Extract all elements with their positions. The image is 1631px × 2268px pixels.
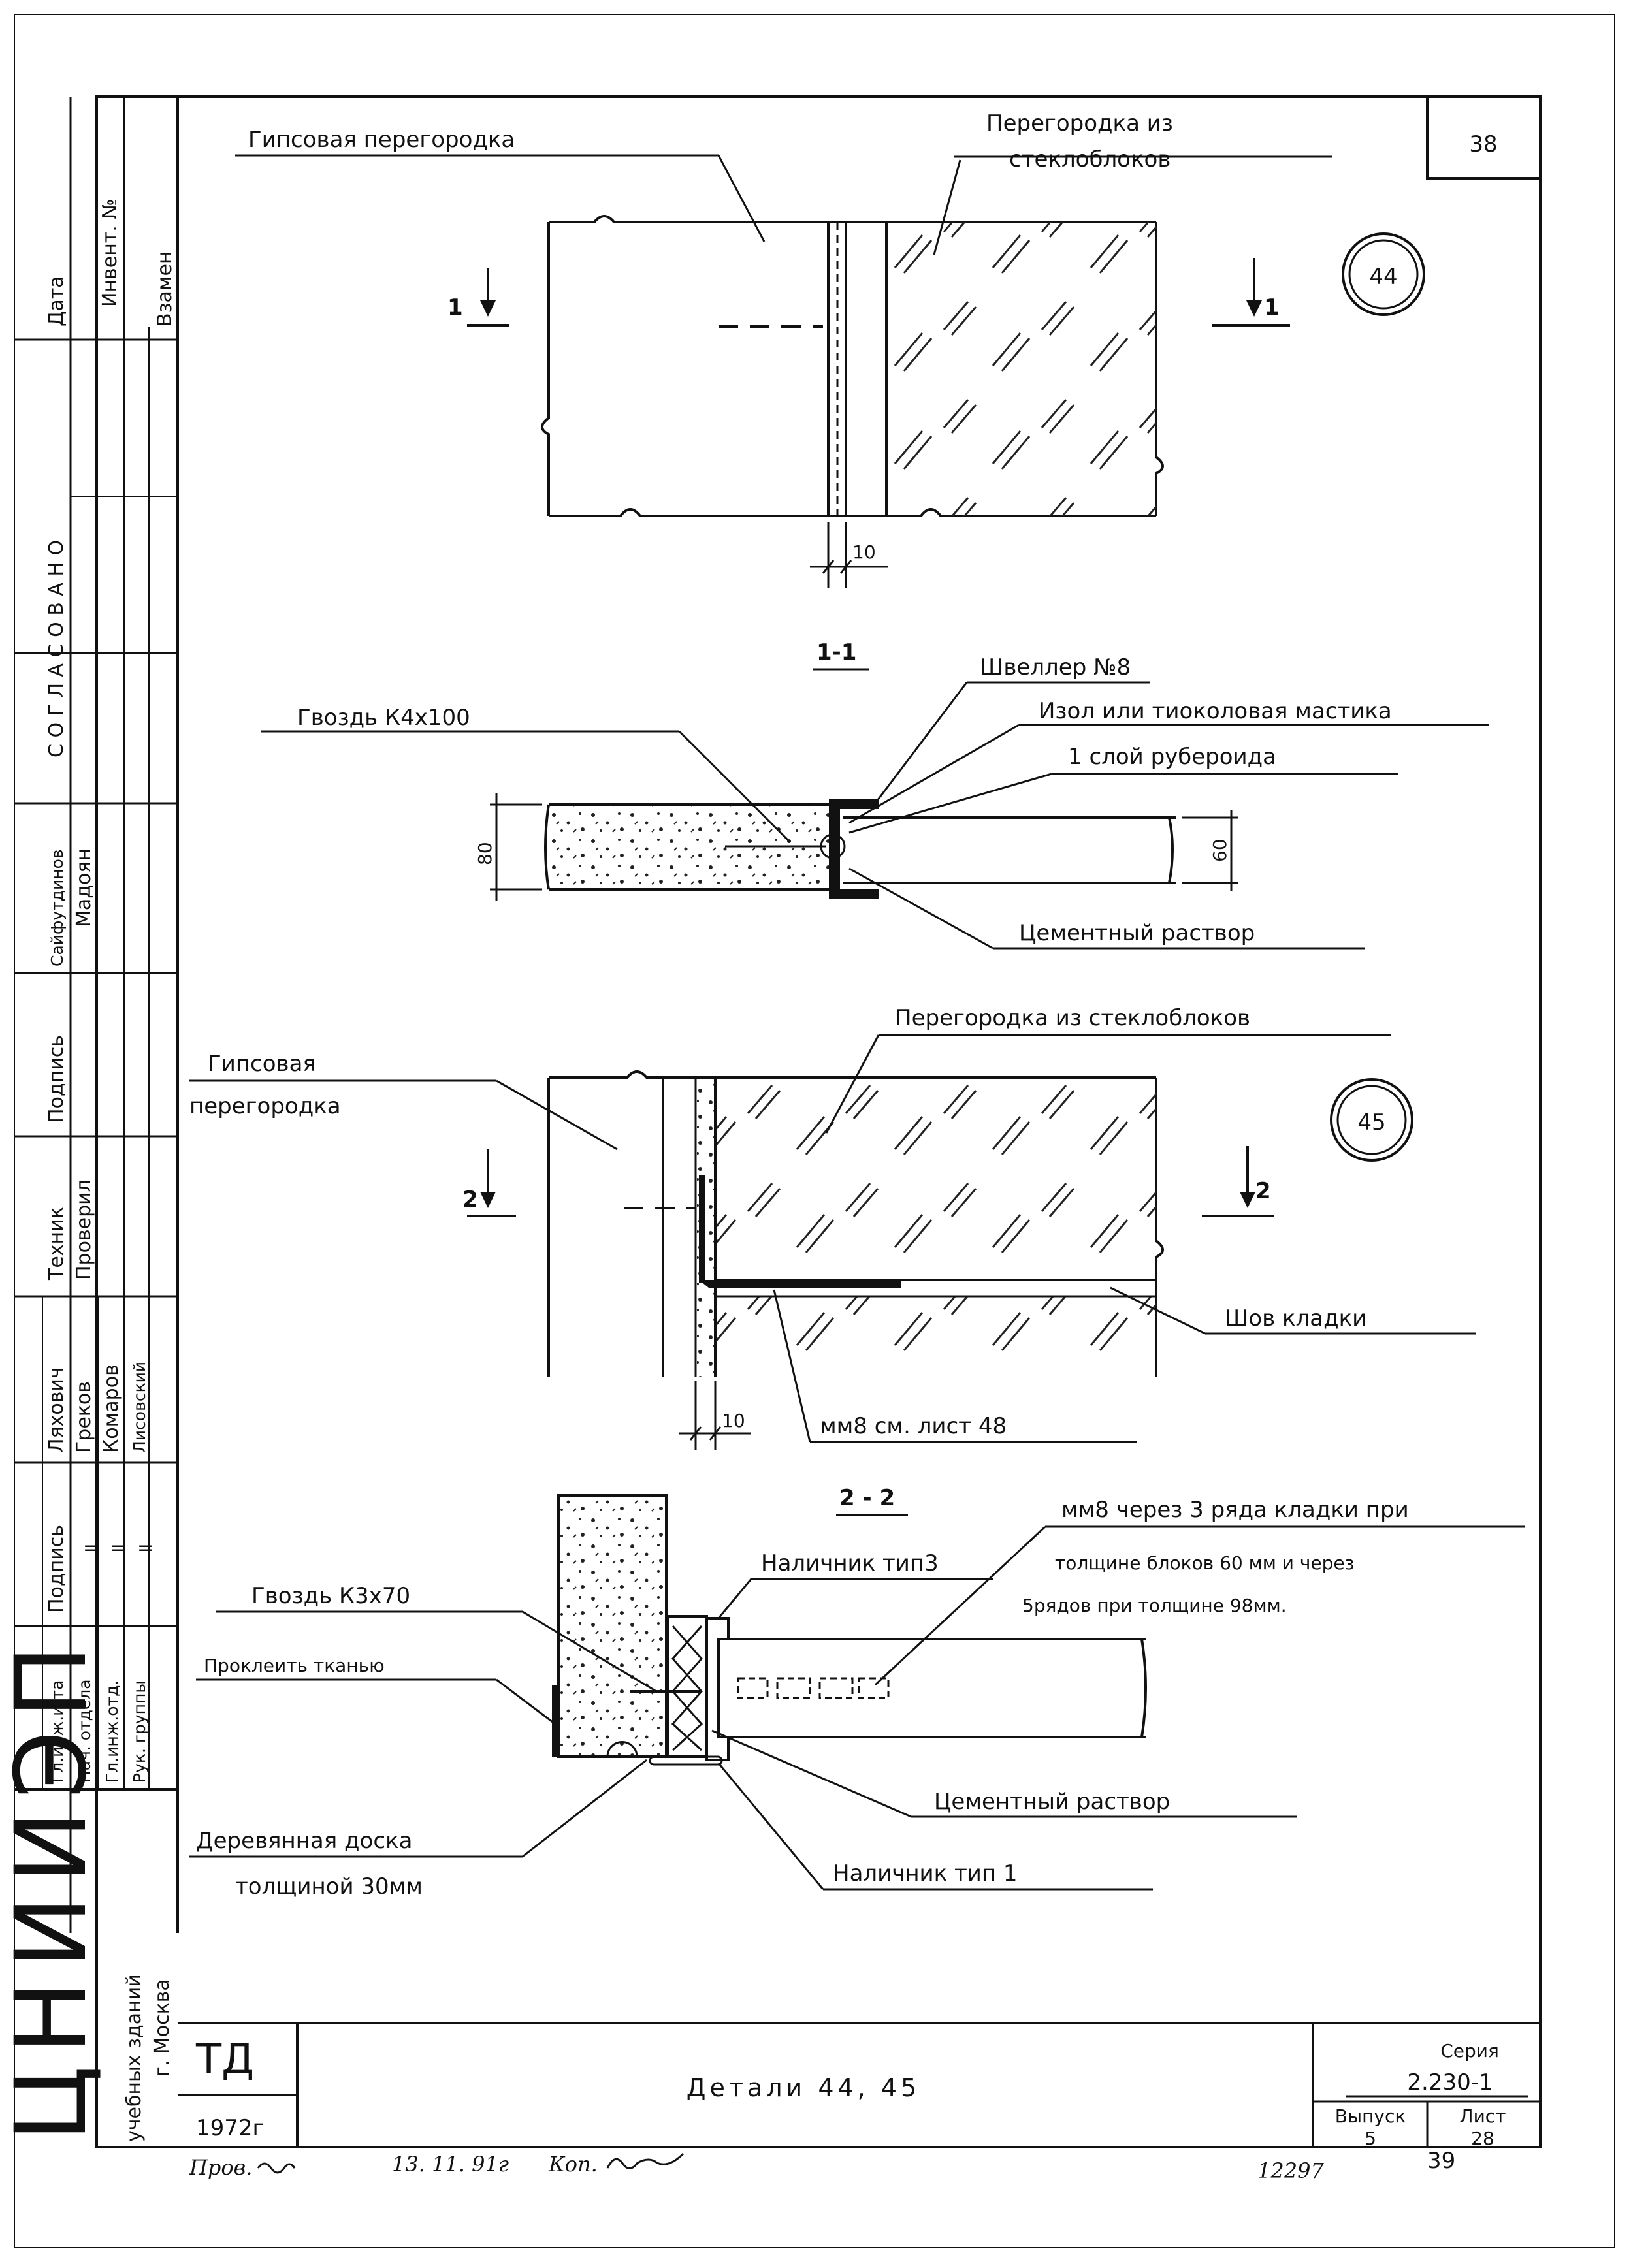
section22-title: 2 - 2	[839, 1485, 895, 1511]
detail45-section-mark-left: 2	[462, 1187, 478, 1213]
detail44-label-gypsum: Гипсовая перегородка	[248, 127, 515, 153]
footer-copy-label: Коп.	[548, 2152, 598, 2177]
stamp-hdr-sign-2: Подпись	[45, 1035, 68, 1123]
title-block-year: 1972г	[196, 2115, 264, 2141]
stamp-name-komarov: Комаров	[100, 1364, 123, 1453]
title-block-series-value: 2.230-1	[1407, 2069, 1493, 2096]
section11-label-sealant: Изол или тиоколовая мастика	[1039, 698, 1392, 724]
stamp-hdr-sign-1: Подпись	[45, 1525, 68, 1613]
section11-label-roofing: 1 слой рубероида	[1068, 744, 1276, 770]
detail44-section-mark-right: 1	[1264, 295, 1280, 321]
corner-number: 38	[1469, 131, 1497, 157]
stamp-hdr-checked: Проверил	[73, 1179, 95, 1280]
footer-archive-number: 12297	[1257, 2158, 1324, 2183]
stamp-name-lisovsky: Лисовский	[130, 1362, 149, 1453]
section22-label-trim1: Наличник тип 1	[833, 1861, 1018, 1887]
section22-note-1: мм8 через 3 ряда кладки при	[1061, 1497, 1409, 1523]
stamp-org-line2: г. Москва	[151, 1979, 174, 2077]
footer-notes: Пров. 13. 11. 91г Коп. 12297 39	[189, 2148, 1455, 2183]
stamp-agreed: С О Г Л А С О В А Н О	[45, 540, 68, 758]
title-block-code: ТД	[195, 2036, 254, 2084]
stamp-col-date: Дата	[45, 276, 68, 327]
title-block-sheet-value: 28	[1471, 2128, 1494, 2149]
footer-check-initials	[257, 2162, 296, 2174]
detail45-callout-circle	[1330, 1078, 1413, 1162]
side-stamp: Дата Инвент. № Взамен С О Г Л А С О В А …	[0, 97, 179, 2142]
title-block-sheet-label: Лист	[1460, 2105, 1506, 2127]
stamp-ditto-3: =	[137, 1537, 153, 1559]
footer-check-label: Пров.	[189, 2155, 252, 2180]
detail45-label-joint: Шов кладки	[1225, 1305, 1366, 1332]
detail45-dim: 10	[722, 1410, 745, 1431]
section22-note-3: 5рядов при толщине 98мм.	[1022, 1595, 1287, 1616]
section-2-2: 2 - 2 мм8 через 3 ряда кладки при толщин…	[189, 1485, 1525, 1900]
detail-45: Перегородка из стеклоблоков Гипсовая пер…	[189, 1005, 1476, 1450]
stamp-col-invent: Инвент. №	[99, 199, 121, 307]
section11-title: 1-1	[816, 639, 856, 665]
detail45-label-glass: Перегородка из стеклоблоков	[895, 1005, 1250, 1031]
sheet-edge	[14, 14, 1615, 2248]
stamp-col-vzamen: Взамен	[153, 251, 176, 327]
title-block-title: Детали 44, 45	[686, 2073, 920, 2102]
detail44-label-glass-2: стеклоблоков	[1009, 146, 1171, 172]
detail45-label-gypsum-1: Гипсовая	[208, 1051, 316, 1077]
stamp-org-abbr: ЦНИИЭП	[0, 1633, 108, 2142]
section22-label-trim3: Наличник тип3	[761, 1550, 939, 1576]
title-block-issue-label: Выпуск	[1335, 2105, 1406, 2127]
stamp-hdr-tech: Техник	[45, 1207, 68, 1281]
stamp-name-saifutdinov: Сайфутдинов	[48, 849, 67, 966]
stamp-role-3: Гл.инж.отд.	[103, 1680, 121, 1783]
stamp-ditto-1: =	[83, 1537, 99, 1559]
footer-sheet-number: 39	[1427, 2148, 1455, 2174]
section22-label-fabric: Проклеить тканью	[204, 1655, 385, 1676]
corner-number-box: 38	[1426, 95, 1542, 180]
stamp-ditto-2: =	[110, 1537, 126, 1559]
outer-frame	[95, 95, 1542, 2148]
footer-copy-signature	[606, 2152, 685, 2169]
section22-note-2: толщине блоков 60 мм и через	[1055, 1552, 1355, 1574]
stamp-role-4: Рук. группы	[130, 1680, 149, 1783]
section22-label-board-2: толщиной 30мм	[235, 1874, 423, 1900]
detail44-callout: 44	[1369, 264, 1397, 290]
section11-label-mortar: Цементный раствор	[1019, 920, 1255, 946]
detail45-label-gypsum-2: перегородка	[189, 1093, 341, 1119]
footer-check-date: 13. 11. 91г	[392, 2152, 509, 2177]
stamp-name-grekov: Греков	[73, 1381, 95, 1453]
title-block: ТД 1972г Детали 44, 45 Серия 2.230-1 Вып…	[178, 2022, 1540, 2149]
title-block-series-label: Серия	[1440, 2040, 1499, 2062]
section22-label-mortar: Цементный раствор	[934, 1789, 1170, 1815]
detail44-label-glass-1: Перегородка из	[986, 110, 1173, 136]
stamp-name-lyakhovich: Ляхович	[45, 1367, 68, 1453]
section-1-1: 1-1 80 60 Швеллер №8 Изол или тиоколовая…	[261, 639, 1489, 950]
detail44-section-mark-left: 1	[447, 295, 463, 321]
section22-label-board-1: Деревянная доска	[196, 1828, 412, 1854]
section11-label-nail: Гвоздь К4х100	[297, 705, 470, 731]
stamp-role-2: Нач. отдела	[75, 1679, 94, 1783]
detail-44: Гипсовая перегородка Перегородка из стек…	[235, 110, 1425, 588]
detail45-label-mm8: мм8 см. лист 48	[820, 1413, 1007, 1439]
detail44-callout-circle	[1342, 232, 1425, 316]
title-block-issue-value: 5	[1365, 2128, 1376, 2149]
section11-label-channel: Швеллер №8	[980, 654, 1131, 680]
stamp-name-madoyan: Мадоян	[73, 848, 95, 927]
section22-label-nail: Гвоздь К3х70	[251, 1583, 410, 1609]
stamp-org-line1: учебных зданий	[123, 1974, 146, 2142]
detail44-dim: 10	[852, 541, 876, 563]
stamp-role-1: Гл.инж.и-та	[48, 1680, 67, 1783]
detail45-callout: 45	[1357, 1110, 1385, 1136]
detail45-section-mark-right: 2	[1255, 1178, 1271, 1204]
section11-dim-left: 80	[474, 842, 496, 865]
section11-dim-right: 60	[1209, 839, 1231, 862]
